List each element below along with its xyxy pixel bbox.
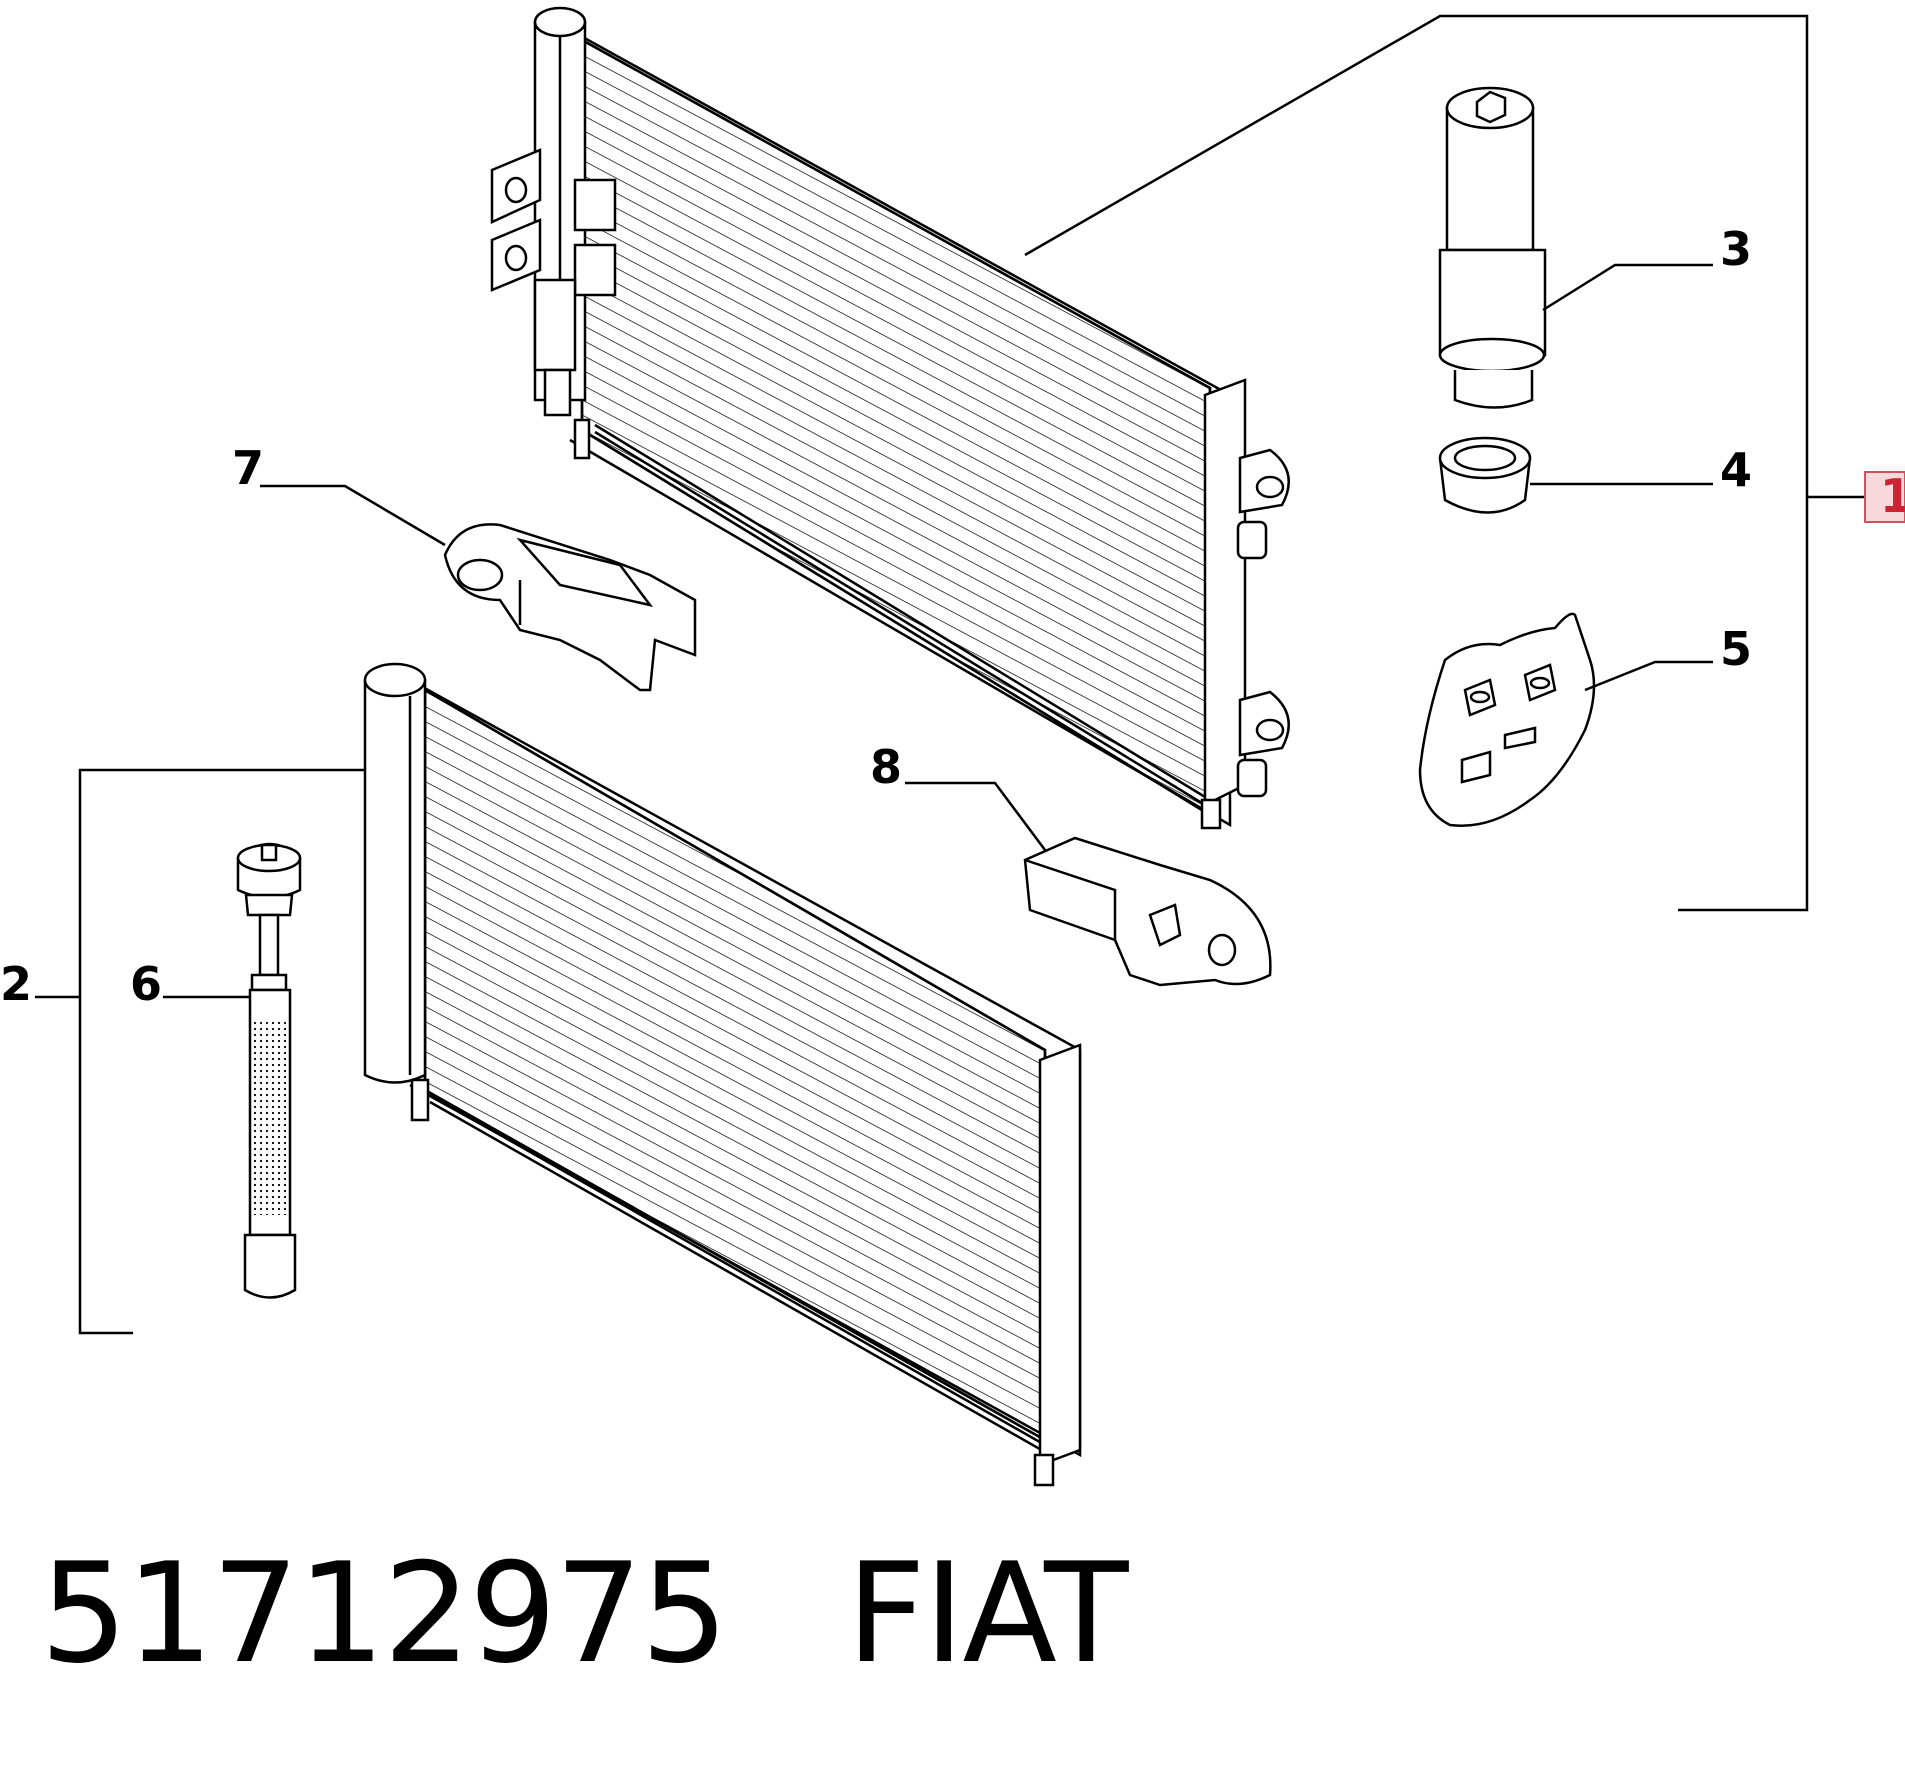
callout-8[interactable]: 8 (870, 740, 902, 794)
callout-5[interactable]: 5 (1720, 622, 1752, 676)
callout-1-highlight (1864, 471, 1905, 523)
bracket-part-7 (443, 523, 697, 692)
callout-7[interactable]: 7 (232, 441, 264, 495)
bracket-part-8 (1023, 836, 1272, 987)
dryer-cartridge-part-6 (236, 842, 302, 1299)
callout-1[interactable]: 1 (1880, 469, 1905, 523)
brand-name: FIAT (846, 1533, 1128, 1694)
filter-cartridge-part-3 (1438, 86, 1547, 409)
callout-3[interactable]: 3 (1720, 222, 1752, 276)
callout-2[interactable]: 2 (0, 957, 32, 1011)
gasket-part-5 (1418, 612, 1596, 827)
callout-6[interactable]: 6 (130, 957, 162, 1011)
part-caption: 51712975 FIAT (40, 1533, 1128, 1694)
leader-lines (35, 14, 1865, 1335)
callout-4[interactable]: 4 (1720, 443, 1752, 497)
cap-part-4 (1438, 436, 1532, 514)
upper-condenser (490, 6, 1290, 830)
lower-condenser (363, 662, 1082, 1487)
part-number: 51712975 (40, 1533, 728, 1694)
